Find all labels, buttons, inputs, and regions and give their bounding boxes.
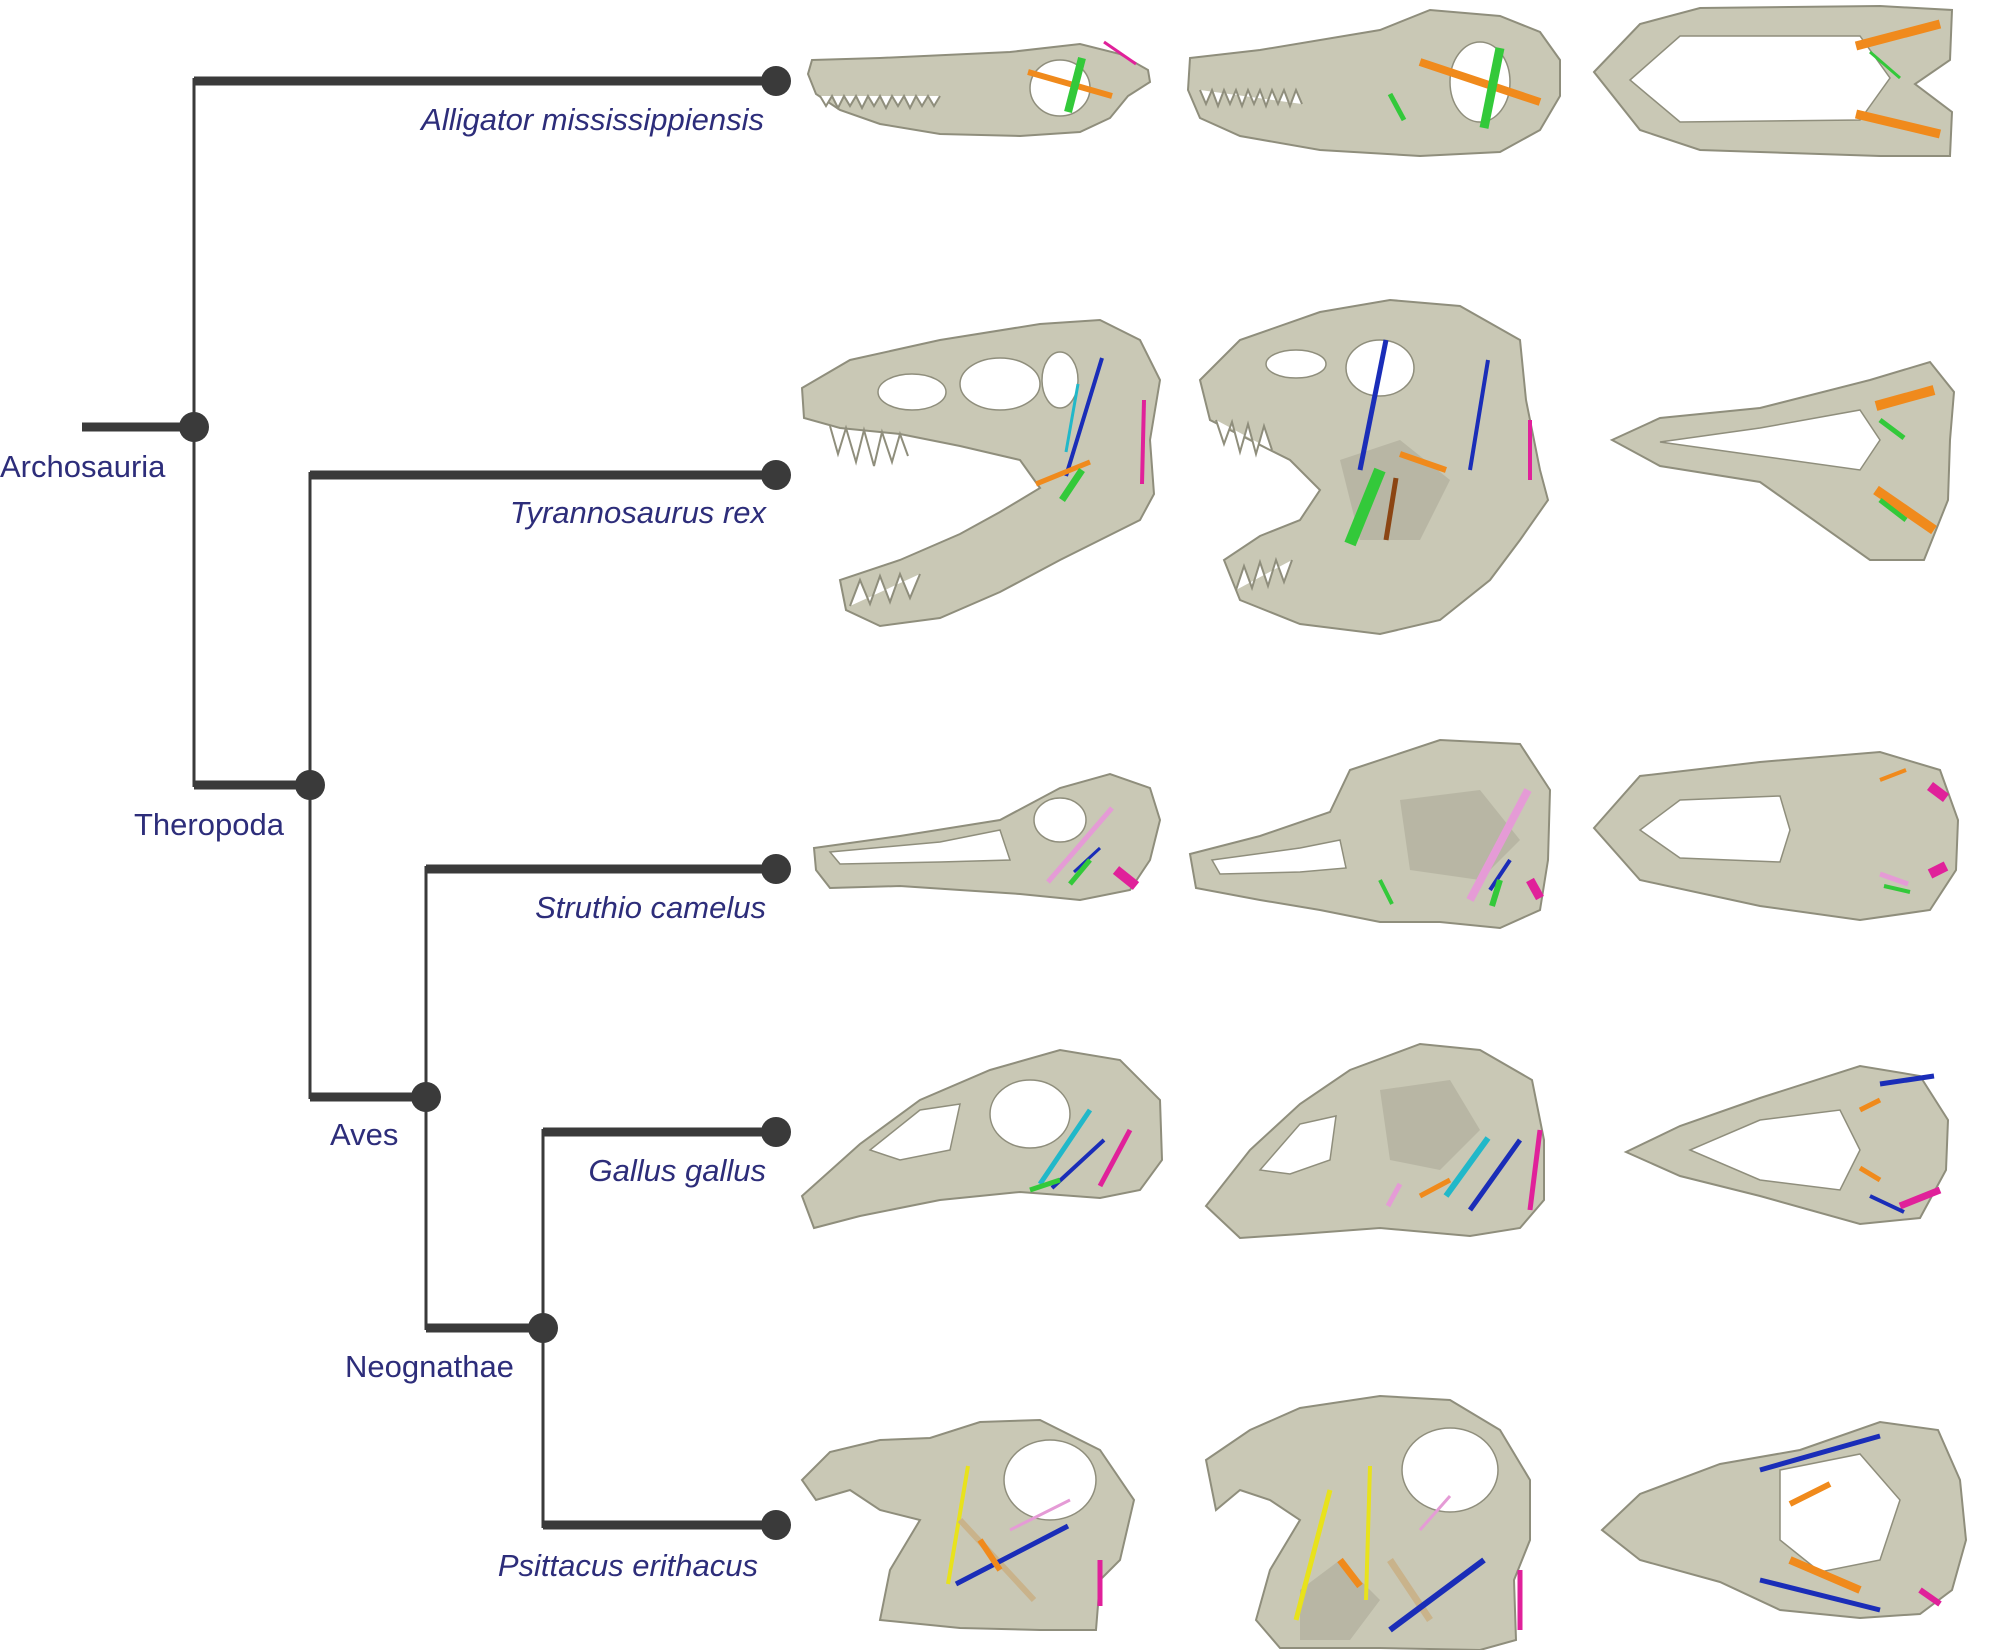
struthio-skull-lateral — [812, 772, 1162, 902]
species-label-tyrannosaurus: Tyrannosaurus rex — [510, 495, 768, 530]
tip-struthio — [761, 854, 791, 884]
tree-nodes — [179, 66, 791, 1540]
gallus-skull-oblique — [1204, 1042, 1545, 1240]
alligator-skull-lateral — [806, 40, 1152, 138]
species-label-gallus: Gallus gallus — [589, 1153, 766, 1188]
struthio-skull-oblique — [1188, 738, 1552, 930]
species-label-alligator: Alligator mississippiensis — [419, 102, 764, 137]
gallus-skull-ventral — [1623, 1064, 1950, 1226]
psittacus-skull-ventral — [1600, 1420, 1968, 1620]
node-neognathae — [528, 1313, 558, 1343]
clade-label-theropoda: Theropoda — [134, 807, 285, 842]
gallus-skull-lateral — [800, 1048, 1164, 1230]
tyrannosaurus-skull-ventral — [1609, 360, 1956, 561]
alligator-skull-ventral — [1592, 4, 1954, 157]
struthio-skull-ventral — [1592, 750, 1960, 922]
clade-label-archosauria: Archosauria — [0, 449, 166, 484]
clade-label-neognathae: Neognathae — [345, 1349, 514, 1384]
phylogenetic-tree — [82, 76, 776, 1530]
psittacus-skull-lateral — [800, 1418, 1136, 1631]
tyrannosaurus-skull-lateral — [800, 318, 1162, 628]
clade-label-aves: Aves — [330, 1117, 398, 1152]
tip-psittacus — [761, 1510, 791, 1540]
species-label-struthio: Struthio camelus — [535, 890, 766, 925]
tip-alligator — [761, 66, 791, 96]
tip-tyrannosaurus — [761, 460, 791, 490]
species-labels: Alligator mississippiensis Tyrannosaurus… — [419, 102, 767, 1583]
node-archosauria — [179, 412, 209, 442]
tyrannosaurus-skull-oblique — [1198, 298, 1550, 636]
node-theropoda — [295, 770, 325, 800]
alligator-skull-oblique — [1186, 8, 1561, 158]
node-aves — [411, 1082, 441, 1112]
species-label-psittacus: Psittacus erithacus — [498, 1548, 758, 1583]
psittacus-skull-oblique — [1204, 1394, 1531, 1650]
clade-labels: Archosauria Theropoda Aves Neognathae — [0, 449, 514, 1384]
tip-gallus — [761, 1117, 791, 1147]
